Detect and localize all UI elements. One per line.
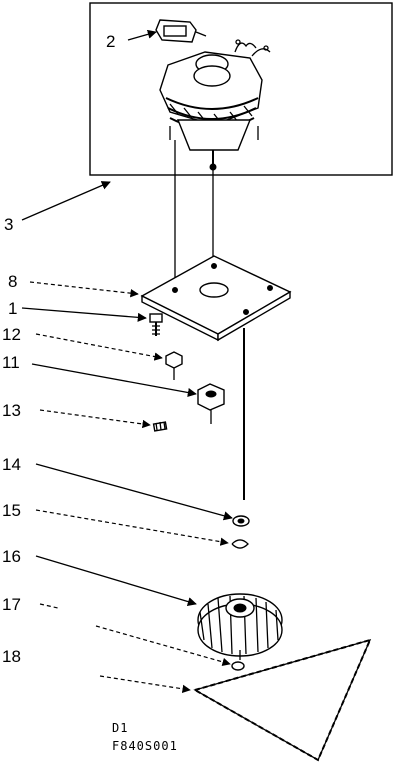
bolt-part bbox=[149, 313, 163, 336]
callout-2: 2 bbox=[106, 32, 115, 51]
setscrew-part bbox=[152, 421, 168, 432]
retainer-part bbox=[231, 650, 245, 671]
callout-11: 11 bbox=[2, 353, 20, 372]
callout-8: 8 bbox=[8, 272, 17, 291]
nut-part bbox=[165, 351, 183, 380]
callout-16: 16 bbox=[2, 547, 21, 566]
sprocket-part bbox=[197, 593, 283, 657]
chain-part bbox=[192, 638, 372, 762]
callout-17: 17 bbox=[2, 595, 21, 614]
motor-assembly-box bbox=[89, 2, 393, 176]
clip-part bbox=[231, 539, 249, 549]
footer-code-2: F840S001 bbox=[112, 739, 178, 753]
callout-3: 3 bbox=[4, 215, 13, 234]
callout-1: 1 bbox=[8, 299, 17, 318]
callout-12: 12 bbox=[2, 325, 21, 344]
callout-18: 18 bbox=[2, 647, 21, 666]
washer-part bbox=[232, 515, 250, 527]
callout-15: 15 bbox=[2, 501, 21, 520]
hub-part bbox=[197, 383, 225, 424]
footer-code-1: D1 bbox=[112, 721, 128, 735]
motor-part bbox=[159, 39, 271, 171]
callout-13: 13 bbox=[2, 401, 21, 420]
mounting-plate-part bbox=[140, 255, 292, 342]
switch-part bbox=[155, 19, 207, 43]
callout-14: 14 bbox=[2, 455, 21, 474]
